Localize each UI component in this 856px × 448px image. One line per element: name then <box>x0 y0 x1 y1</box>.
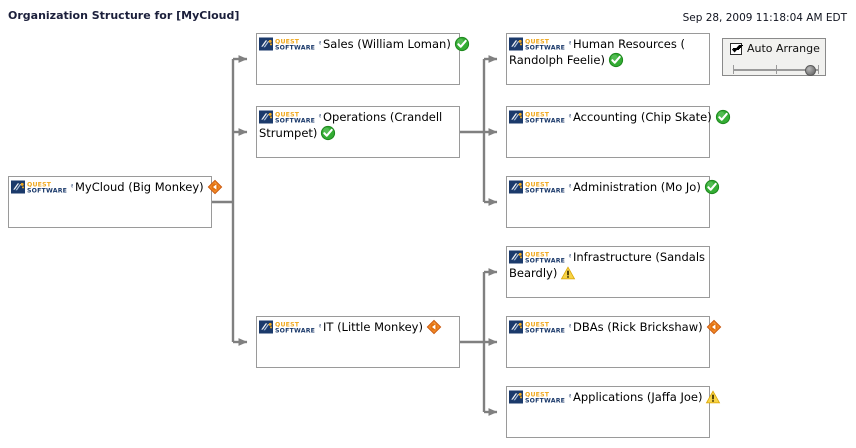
green-check-ok-icon <box>712 109 731 125</box>
svg-text:SOFTWARE: SOFTWARE <box>525 188 565 194</box>
node-label: Applications (Jaffa Joe) <box>573 390 703 404</box>
node-label: Sales (William Loman) <box>323 37 451 51</box>
zoom-slider-thumb[interactable] <box>805 65 816 76</box>
page-title: Organization Structure for [MyCloud] <box>8 9 240 22</box>
svg-text:®: ® <box>568 40 571 45</box>
svg-text:SOFTWARE: SOFTWARE <box>275 45 315 51</box>
green-check-ok-icon <box>317 125 336 141</box>
auto-arrange-checkbox[interactable] <box>730 42 742 55</box>
svg-text:®: ® <box>318 113 321 118</box>
yellow-triangle-warning-icon <box>557 266 576 280</box>
auto-arrange-label: Auto Arrange <box>747 42 820 55</box>
zoom-slider-tick <box>776 65 777 74</box>
svg-text:QUEST: QUEST <box>275 112 300 119</box>
auto-arrange-panel: Auto Arrange <box>722 38 826 76</box>
orange-diamond-critical-icon <box>204 179 223 195</box>
svg-text:SOFTWARE: SOFTWARE <box>27 188 67 194</box>
svg-text:®: ® <box>70 183 73 188</box>
svg-text:QUEST: QUEST <box>525 39 550 46</box>
auto-arrange-checkbox-row[interactable]: Auto Arrange <box>730 42 820 55</box>
yellow-triangle-warning-icon <box>702 390 721 404</box>
orange-diamond-critical-icon <box>703 319 722 335</box>
svg-text:QUEST: QUEST <box>525 322 550 329</box>
svg-text:SOFTWARE: SOFTWARE <box>525 398 565 404</box>
svg-text:SOFTWARE: SOFTWARE <box>525 258 565 264</box>
zoom-slider-tick <box>733 65 734 74</box>
node-label: Accounting (Chip Skate) <box>573 110 712 124</box>
svg-text:SOFTWARE: SOFTWARE <box>275 118 315 124</box>
node-label: IT (Little Monkey) <box>323 320 423 334</box>
svg-text:QUEST: QUEST <box>525 252 550 259</box>
svg-text:SOFTWARE: SOFTWARE <box>525 45 565 51</box>
svg-text:®: ® <box>568 393 571 398</box>
node-label: Human Resources ( Randolph Feelie) <box>509 37 686 67</box>
svg-text:SOFTWARE: SOFTWARE <box>525 118 565 124</box>
svg-text:®: ® <box>568 253 571 258</box>
svg-text:QUEST: QUEST <box>27 182 52 189</box>
svg-text:QUEST: QUEST <box>275 322 300 329</box>
svg-text:SOFTWARE: SOFTWARE <box>275 328 315 334</box>
node-label: DBAs (Rick Brickshaw) <box>573 320 703 334</box>
node-label: Infrastructure (Sandals Beardly) <box>509 250 706 280</box>
svg-text:QUEST: QUEST <box>525 182 550 189</box>
zoom-slider[interactable] <box>733 63 819 76</box>
svg-text:®: ® <box>568 113 571 118</box>
green-check-ok-icon <box>451 36 470 52</box>
zoom-slider-tick <box>818 65 819 74</box>
orange-diamond-critical-icon <box>423 319 442 335</box>
svg-text:QUEST: QUEST <box>525 392 550 399</box>
svg-text:®: ® <box>568 323 571 328</box>
node-label: MyCloud (Big Monkey) <box>75 180 204 194</box>
svg-text:®: ® <box>318 40 321 45</box>
node-label: Administration (Mo Jo) <box>573 180 701 194</box>
svg-text:QUEST: QUEST <box>275 39 300 46</box>
green-check-ok-icon <box>701 179 720 195</box>
svg-text:SOFTWARE: SOFTWARE <box>525 328 565 334</box>
svg-text:®: ® <box>318 323 321 328</box>
svg-text:QUEST: QUEST <box>525 112 550 119</box>
green-check-ok-icon <box>605 52 624 68</box>
svg-text:®: ® <box>568 183 571 188</box>
timestamp: Sep 28, 2009 11:18:04 AM EDT <box>682 12 847 24</box>
node-label: Operations (Crandell Strumpet) <box>259 110 443 140</box>
